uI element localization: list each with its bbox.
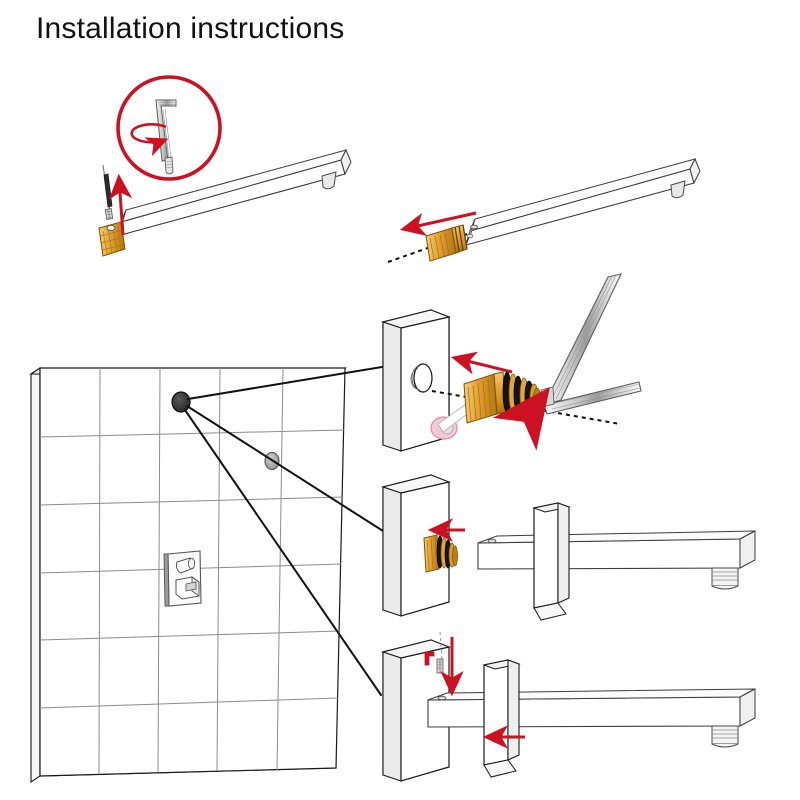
- shower-arm-step4: [477, 530, 756, 590]
- set-screw-step5: [424, 631, 444, 674]
- valve-lever: [175, 576, 200, 600]
- set-screw-step1: [102, 164, 116, 231]
- brass-nipple-step3: [463, 371, 541, 424]
- mixer-valve-fixture: [163, 550, 202, 607]
- supply-outlet-hole: [171, 391, 191, 413]
- arm-outlet-thread-step4: [711, 567, 739, 590]
- arm-outlet-thread-step5: [711, 725, 739, 748]
- red-arrow-up-step1: [108, 173, 133, 236]
- o-rings: [502, 371, 541, 413]
- wall-panel-left-edge: [30, 366, 41, 784]
- brass-nipple-step2: [425, 224, 468, 262]
- step-3-thread-nipple: [381, 273, 642, 452]
- installed-nipple-step4: [423, 534, 458, 573]
- cover-flange-step4: [532, 502, 571, 621]
- o-rings-step4: [436, 535, 458, 569]
- shower-arm-step5: [427, 688, 756, 748]
- step-4-slide-arm-flange: [381, 474, 756, 621]
- red-arrow-left-step2: [399, 211, 477, 236]
- step-5-tighten-set-screw: [381, 631, 756, 782]
- hex-key-step3: [540, 273, 642, 415]
- red-arrow-left-step3: [450, 351, 513, 375]
- wall-plate-step4: [381, 474, 451, 617]
- red-rotation-arrow-step3: [492, 387, 550, 451]
- page-title: Installation instructions: [36, 12, 345, 45]
- tiled-wall-panel: [29, 366, 384, 784]
- callout-leader-lines: [184, 366, 384, 696]
- shower-arm-step2: [465, 157, 701, 246]
- red-rotation-arrow-step1: [130, 123, 169, 157]
- step-2-remove-brass-nipple: [387, 157, 701, 263]
- wall-plate-threaded-hole: [410, 363, 433, 393]
- hex-key-hint-step5: [424, 651, 435, 666]
- valve-handle: [176, 557, 196, 574]
- magnifier-circle-step1: [116, 75, 222, 181]
- shower-arm-outlet-stub: [321, 171, 337, 190]
- wall-plate-step5: [381, 639, 451, 782]
- step-1-loosen-set-screw: [98, 75, 352, 257]
- brass-end-block-step1: [98, 221, 126, 257]
- cover-flange-step5: [482, 659, 521, 778]
